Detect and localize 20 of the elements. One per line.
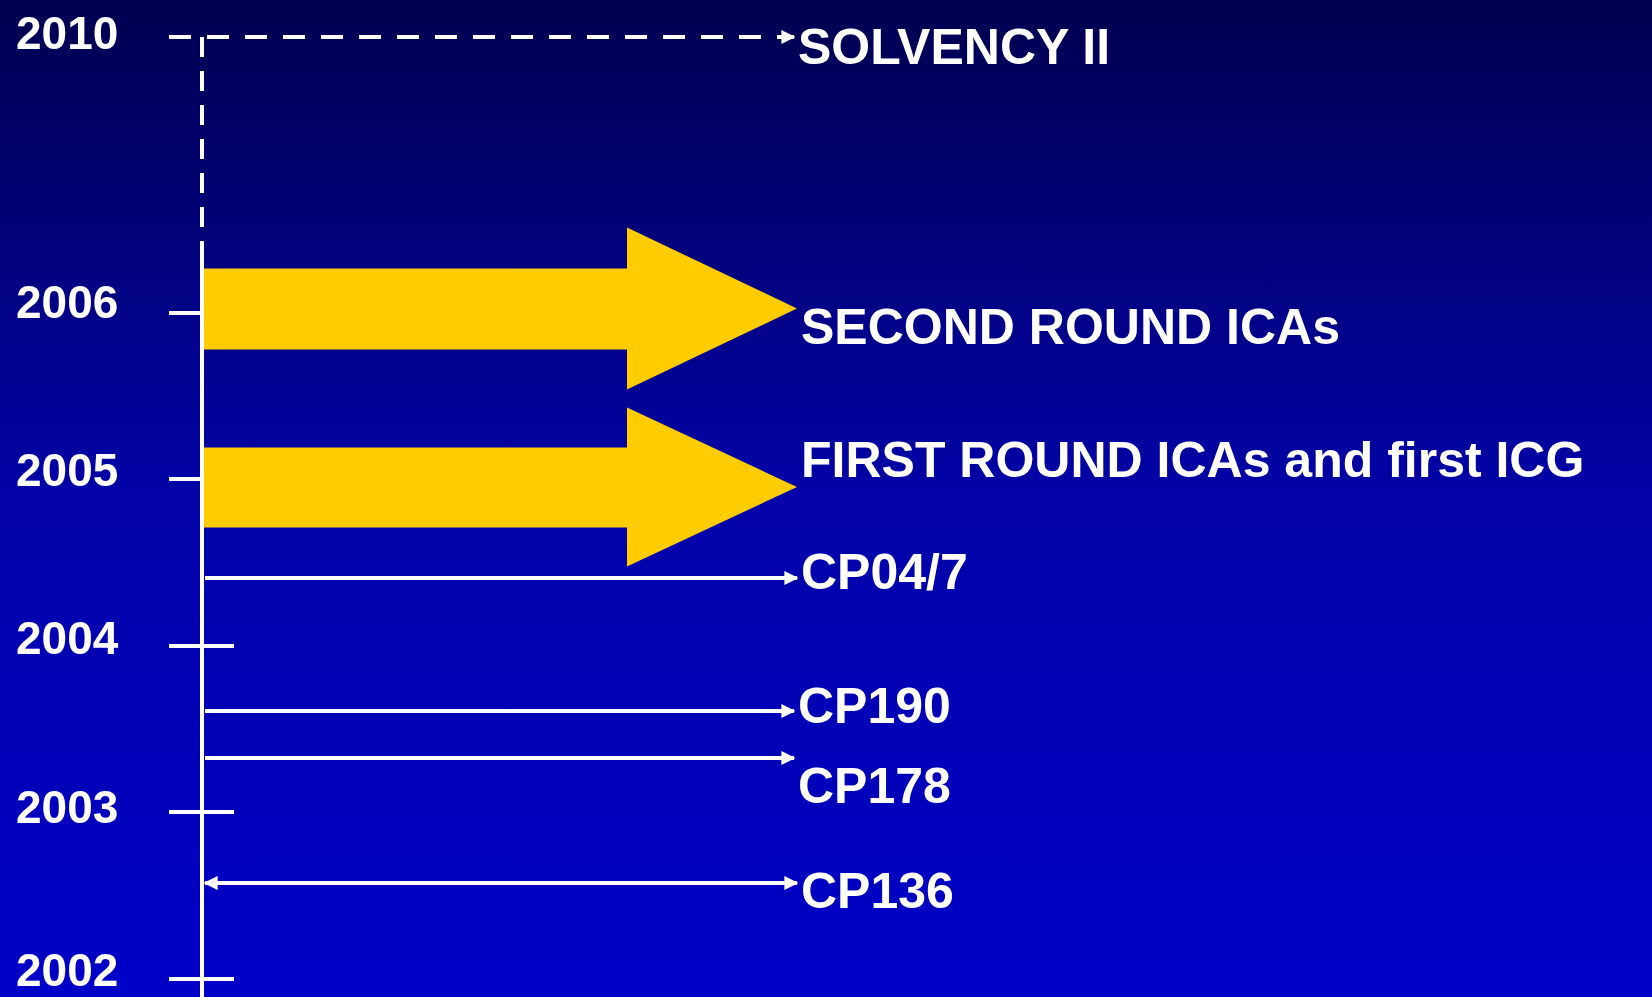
milestone-label: SECOND ROUND ICAs <box>801 299 1340 355</box>
year-label: 2004 <box>16 612 119 664</box>
milestone-label: CP190 <box>798 678 951 734</box>
milestone-label: SOLVENCY II <box>798 19 1111 75</box>
arrow <box>205 751 796 765</box>
milestone-label: CP136 <box>801 863 954 919</box>
arrow <box>203 876 799 890</box>
year-label: 2005 <box>16 444 119 496</box>
year-label: 2010 <box>16 7 119 59</box>
block-arrow <box>204 407 797 567</box>
arrow <box>205 571 799 585</box>
block-arrow <box>204 227 797 390</box>
arrow <box>205 704 796 718</box>
milestone-label: FIRST ROUND ICAs and first ICG <box>801 432 1585 488</box>
milestone-label: CP178 <box>798 758 951 814</box>
year-label: 2002 <box>16 944 119 996</box>
milestone-label: CP04/7 <box>801 544 968 600</box>
arrow <box>169 30 796 44</box>
year-label: 2003 <box>16 781 119 833</box>
year-label: 2006 <box>16 276 119 328</box>
